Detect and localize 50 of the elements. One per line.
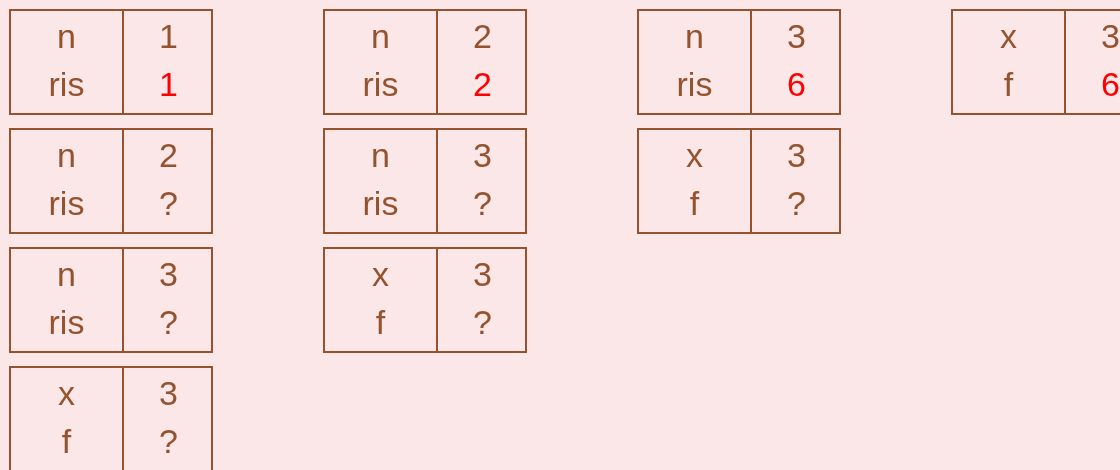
variable-name: ris — [361, 184, 400, 222]
variable-value: 2 — [472, 65, 493, 103]
variable-name: ris — [675, 65, 714, 103]
variable-name: ris — [47, 303, 86, 341]
variable-value: ? — [472, 184, 493, 222]
variable-value: 6 — [786, 65, 807, 103]
variable-value: 1 — [158, 17, 179, 55]
variable-name: n — [56, 255, 77, 293]
variable-name: n — [56, 17, 77, 55]
variable-table — [9, 247, 213, 353]
variable-table — [9, 9, 213, 115]
variable-value: ? — [158, 303, 179, 341]
variable-name: n — [56, 136, 77, 174]
variable-value: 2 — [158, 136, 179, 174]
variable-value: 3 — [472, 136, 493, 174]
variable-table — [637, 128, 841, 234]
variable-value: 2 — [472, 17, 493, 55]
variable-table — [637, 9, 841, 115]
variable-name: f — [688, 184, 701, 222]
variable-table — [323, 128, 527, 234]
variable-value: 1 — [158, 65, 179, 103]
variable-name: x — [685, 136, 704, 174]
variable-name: ris — [47, 65, 86, 103]
variable-name: x — [371, 255, 390, 293]
variable-value: ? — [158, 184, 179, 222]
variable-name: n — [370, 17, 391, 55]
variable-name: f — [1002, 65, 1015, 103]
variable-value: ? — [158, 422, 179, 460]
variable-value: ? — [786, 184, 807, 222]
variable-name: f — [60, 422, 73, 460]
variable-value: 3 — [158, 255, 179, 293]
variable-name: ris — [361, 65, 400, 103]
variable-value: 3 — [1100, 17, 1120, 55]
variable-name: x — [999, 17, 1018, 55]
variable-value: 3 — [786, 17, 807, 55]
variable-table — [9, 128, 213, 234]
variable-value: ? — [472, 303, 493, 341]
variable-value: 6 — [1100, 65, 1120, 103]
variable-value: 3 — [158, 374, 179, 412]
variable-table — [323, 247, 527, 353]
variable-name: ris — [47, 184, 86, 222]
variable-value: 3 — [786, 136, 807, 174]
variable-name: f — [374, 303, 387, 341]
variable-table — [9, 366, 213, 470]
variable-table — [951, 9, 1120, 115]
variable-table — [323, 9, 527, 115]
variable-name: x — [57, 374, 76, 412]
variable-name: n — [684, 17, 705, 55]
variable-value: 3 — [472, 255, 493, 293]
variable-name: n — [370, 136, 391, 174]
